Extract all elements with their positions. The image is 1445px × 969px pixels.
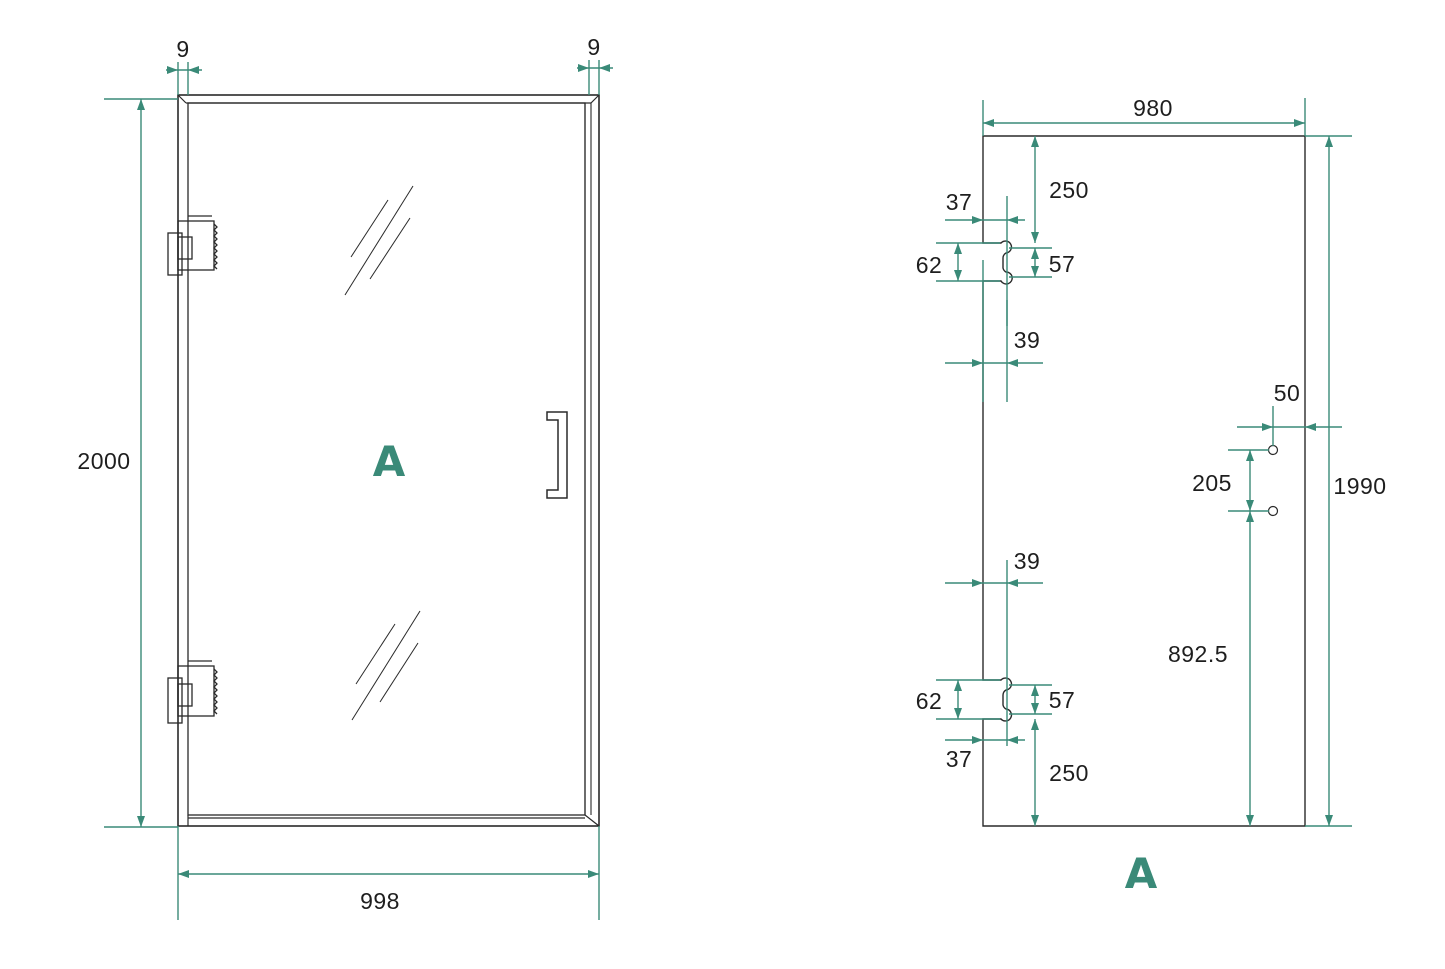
glass-panel-cutout-outline — [982, 135, 1306, 827]
door-handle-icon — [546, 411, 568, 499]
dim-text-bottom-hinge-hole-spacing: 57 — [1049, 687, 1076, 713]
glass-reflection-bottom — [351, 610, 421, 721]
dim-top-hinge-notch-height: 62 — [916, 242, 1000, 282]
dim-text-top-hinge-notch-height: 62 — [916, 252, 943, 278]
hinge-bottom-icon — [167, 660, 218, 724]
dim-text-width-cutout: 980 — [1133, 95, 1173, 121]
hinge-top-icon — [167, 215, 218, 276]
dim-text-top-hinge-from-top: 250 — [1049, 177, 1089, 203]
dim-width-cutout: 980 — [982, 95, 1306, 136]
dim-top-hinge-edge-offset: 37 — [945, 189, 1025, 326]
panel-label-a-cutout: A — [1125, 849, 1158, 898]
dim-text-top-hinge-hole-spacing: 57 — [1049, 251, 1076, 277]
dim-text-bottom-hinge-notch-height: 62 — [916, 688, 943, 714]
dim-text-bottom-hinge-edge-offset: 37 — [946, 746, 973, 772]
dim-bottom-hinge-from-bottom: 250 — [1031, 719, 1089, 826]
dim-text-handle-hole-spacing: 205 — [1192, 470, 1232, 496]
bottom-profile-line — [187, 814, 600, 827]
door-frame-outline — [177, 94, 600, 827]
dim-text-height-front: 2000 — [77, 448, 130, 474]
dim-frame-left: 9 — [166, 36, 202, 95]
right-edge-profile — [584, 103, 592, 815]
dim-height-front: 2000 — [77, 98, 178, 828]
cutout-view: A 980 1990 250 — [916, 95, 1386, 898]
dim-handle-from-bottom: 892.5 — [1168, 511, 1254, 826]
dim-text-top-hinge-notch-depth: 39 — [1014, 327, 1041, 353]
dim-top-hinge-hole-spacing: 57 — [1009, 247, 1076, 278]
dim-bottom-hinge-notch-height: 62 — [916, 679, 1000, 720]
dim-frame-right: 9 — [577, 34, 613, 95]
dim-text-top-hinge-edge-offset: 37 — [946, 189, 973, 215]
dim-text-width-front: 998 — [360, 888, 400, 914]
dim-handle-hole-spacing: 205 — [1192, 449, 1269, 512]
dim-height-cutout: 1990 — [1305, 135, 1386, 827]
dim-bottom-hinge-hole-spacing: 57 — [1009, 684, 1076, 715]
dim-text-frame-right: 9 — [587, 34, 600, 60]
handle-hole-bottom — [1267, 505, 1279, 517]
dim-top-hinge-from-top: 250 — [1031, 136, 1089, 243]
dim-bottom-hinge-notch-depth: 39 — [945, 548, 1043, 720]
dim-width-front: 998 — [177, 826, 600, 920]
dim-text-bottom-hinge-notch-depth: 39 — [1014, 548, 1041, 574]
handle-hole-top — [1267, 444, 1279, 456]
dim-text-handle-edge-offset: 50 — [1274, 380, 1301, 406]
glass-reflection-top — [344, 185, 414, 296]
dim-top-hinge-notch-depth: 39 — [945, 260, 1043, 402]
dim-handle-edge-offset: 50 — [1237, 380, 1342, 446]
dim-text-height-cutout: 1990 — [1333, 473, 1386, 499]
dim-text-frame-left: 9 — [176, 36, 189, 62]
dim-text-bottom-hinge-from-bottom: 250 — [1049, 760, 1089, 786]
front-view: A 9 9 2000 — [77, 34, 613, 920]
dim-bottom-hinge-edge-offset: 37 — [945, 720, 1025, 772]
top-profile-line — [177, 94, 600, 104]
panel-label-a-front: A — [373, 437, 406, 486]
dim-text-handle-from-bottom: 892.5 — [1168, 641, 1228, 667]
